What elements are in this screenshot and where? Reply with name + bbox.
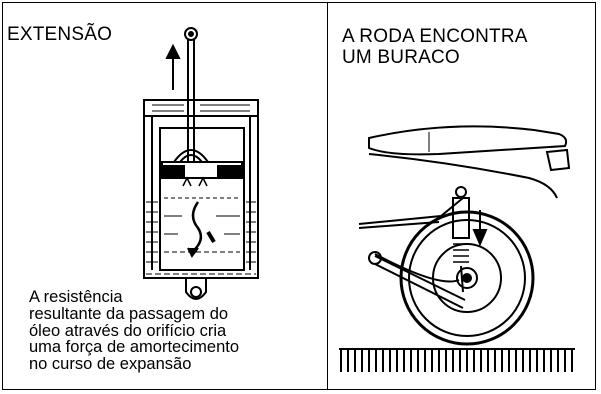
caption-line-5: no curso de expansão — [29, 355, 192, 374]
extension-title: EXTENSÃO — [7, 24, 113, 45]
shock-absorber-illustration — [143, 27, 259, 300]
caption-line-1: A resistência — [29, 288, 123, 306]
caption-line-2: resultante da passagem do — [29, 304, 229, 323]
pothole-title-line-2: UM BURACO — [342, 47, 460, 68]
pothole-title-line-1: A RODA ENCONTRA — [342, 26, 528, 47]
pothole-panel: A RODA ENCONTRA UM BURACO — [329, 2, 596, 390]
extension-caption: A resistência resultante da passagem do … — [29, 289, 329, 373]
motorcycle-wheel-illustration — [339, 125, 575, 372]
figure-frame — [2, 2, 596, 390]
extension-panel: EXTENSÃO — [2, 2, 327, 390]
pothole-title: A RODA ENCONTRA UM BURACO — [342, 26, 592, 68]
up-arrow-icon — [165, 43, 181, 90]
caption-line-4: uma força de amortecimento — [29, 338, 240, 357]
caption-line-3: óleo através do orifício cria — [29, 321, 227, 340]
ground-hatching — [339, 348, 575, 372]
panel-divider — [327, 2, 328, 390]
